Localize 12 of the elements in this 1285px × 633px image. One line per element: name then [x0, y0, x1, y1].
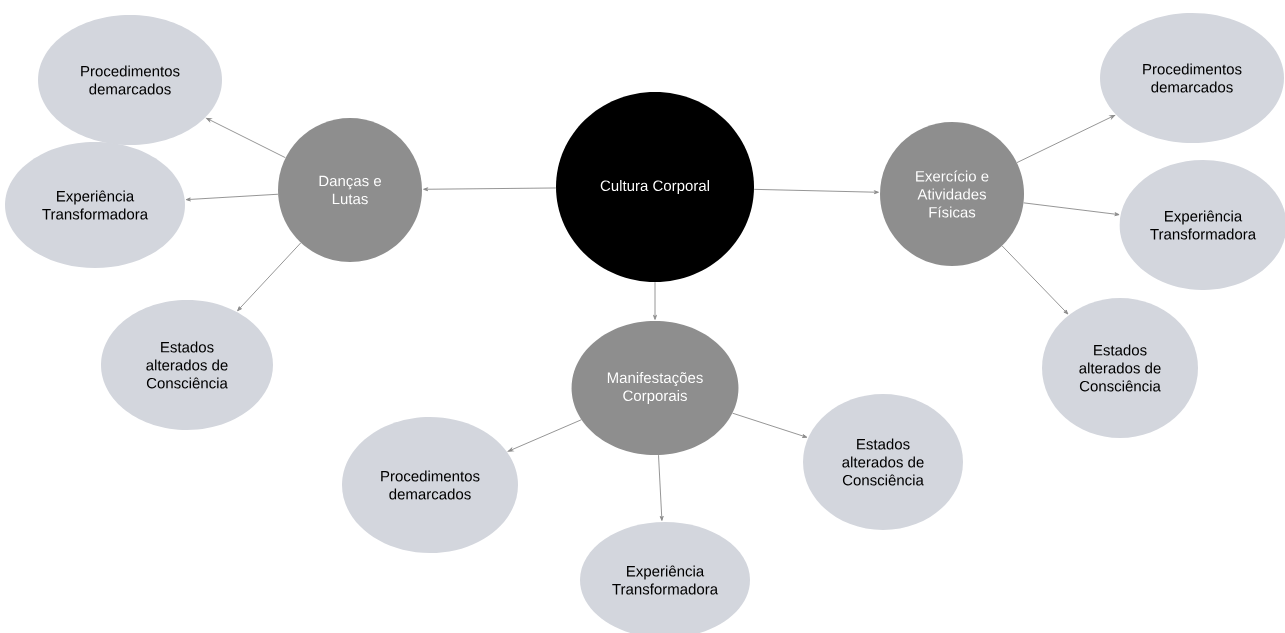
arrow — [732, 412, 808, 438]
arrow — [507, 419, 582, 452]
arrow — [185, 193, 279, 202]
arrow — [206, 117, 286, 159]
arrow — [753, 188, 879, 195]
arrow — [653, 281, 657, 320]
arrow — [1023, 202, 1120, 217]
arrow — [423, 187, 557, 192]
arrow — [237, 242, 302, 312]
arrow — [658, 454, 664, 521]
arrow — [1016, 114, 1116, 164]
arrow — [1001, 245, 1069, 315]
